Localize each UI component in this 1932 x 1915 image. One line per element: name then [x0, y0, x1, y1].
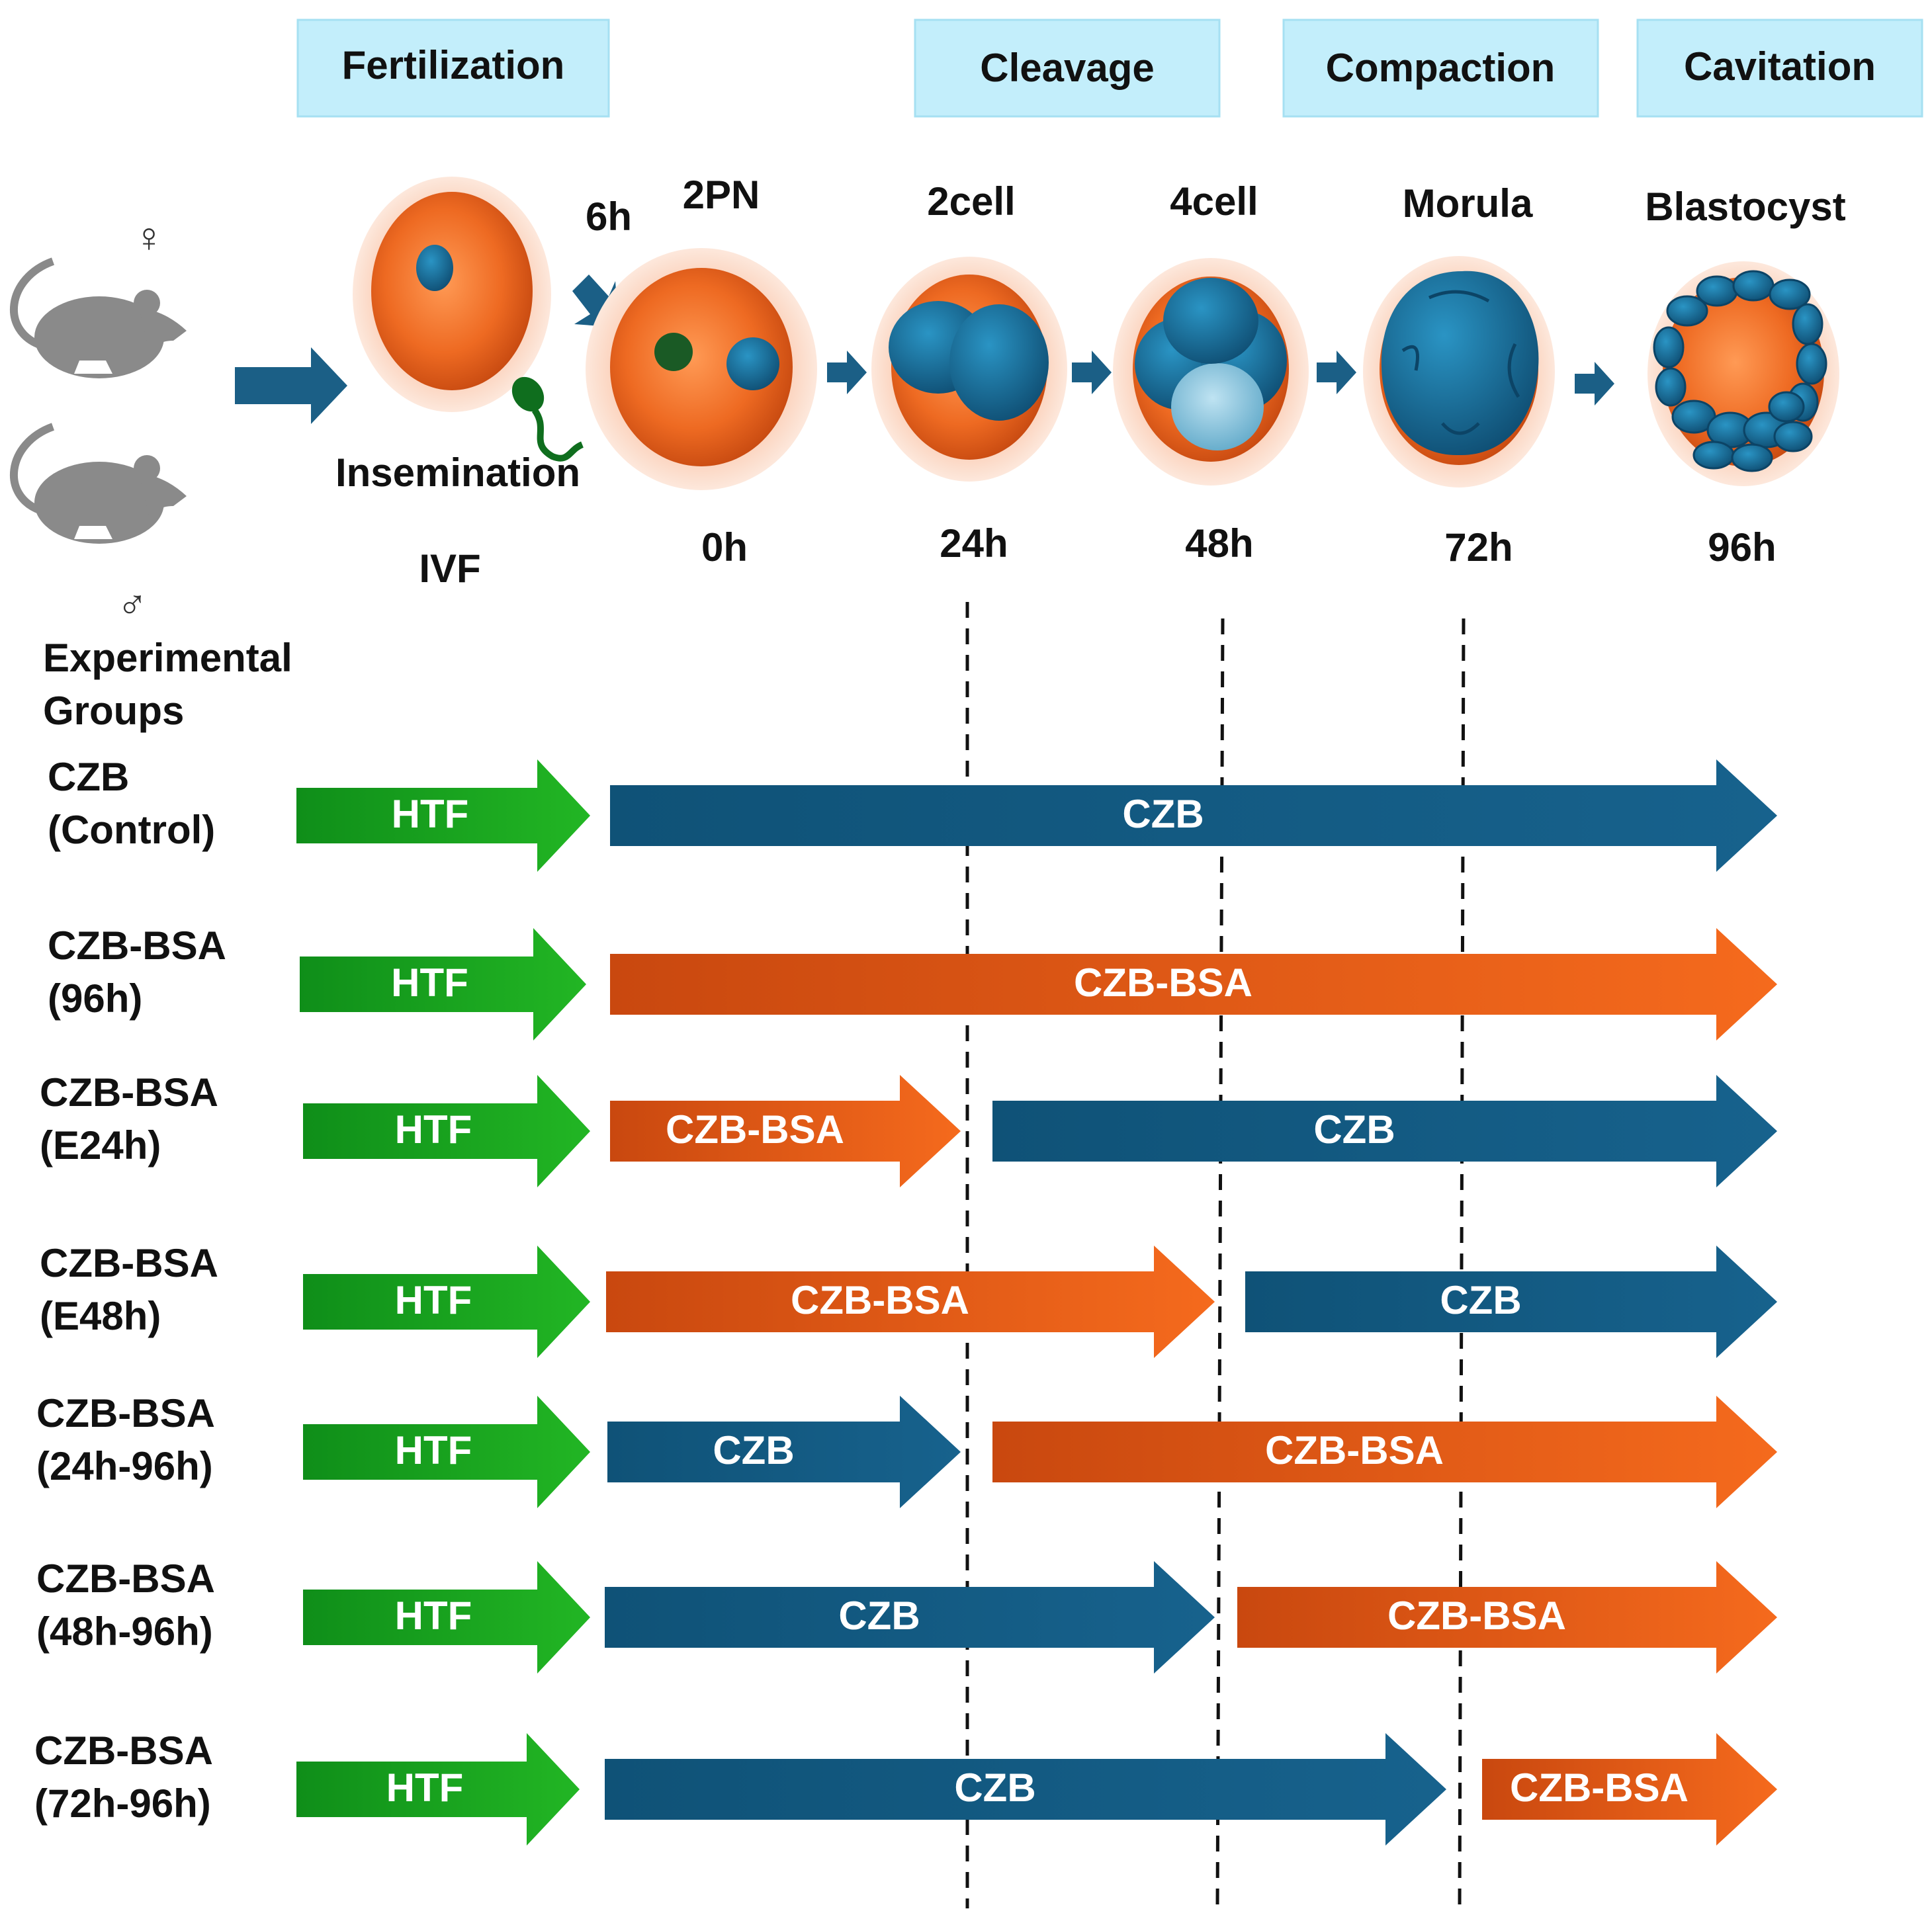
group-row: CZB (Control) HTF CZB [48, 755, 1777, 872]
group-label-line1: CZB-BSA [36, 1556, 215, 1601]
group-label-line2: (96h) [48, 976, 142, 1021]
medium-arrow-htf [303, 1396, 590, 1508]
stage-label: Compaction [1326, 46, 1556, 90]
embryo-4cell [1113, 258, 1309, 486]
medium-arrow-czb [605, 1733, 1446, 1846]
mice-to-egg-arrow [235, 347, 347, 424]
group-label-line1: CZB-BSA [40, 1241, 218, 1285]
group-label-line2: (48h-96h) [36, 1609, 213, 1654]
embryo-stage-label: 2PN [683, 173, 760, 217]
stage-header-cavitation: Cavitation [1636, 19, 1923, 118]
embryo-2pn [586, 248, 817, 490]
stage-label: Cleavage [980, 46, 1155, 90]
egg-insemination [353, 177, 551, 412]
medium-arrow-htf [303, 1246, 590, 1358]
insemination-label: Insemination [335, 450, 580, 495]
stage-label: Fertilization [342, 43, 565, 87]
groups-title-line1: Experimental [43, 636, 292, 680]
time-label: 96h [1708, 525, 1776, 570]
embryo-blastocyst [1647, 261, 1839, 486]
medium-arrow-label: CZB [1122, 792, 1204, 836]
group-label-line1: CZB-BSA [48, 923, 226, 968]
stage-header-compaction: Compaction [1282, 19, 1599, 118]
group-row: CZB-BSA (E24h) HTF CZB-BSA CZB [40, 1070, 1777, 1187]
group-row: CZB-BSA (96h) HTF CZB-BSA [48, 923, 1777, 1041]
group-label-line1: CZB-BSA [36, 1391, 215, 1435]
medium-arrow-label: CZB [1313, 1107, 1395, 1152]
group-row: CZB-BSA (E48h) HTF CZB-BSA CZB [40, 1241, 1777, 1358]
stage-arrows [827, 351, 1614, 405]
stage-header-cleavage: Cleavage [914, 19, 1221, 118]
medium-arrow-czb-bsa [610, 1075, 961, 1187]
medium-arrow-czb-bsa [606, 1246, 1215, 1358]
time-label: 48h [1185, 521, 1253, 566]
medium-arrow-czb [1245, 1246, 1777, 1358]
medium-arrow-label: HTF [391, 960, 468, 1005]
medium-arrow-label: HTF [395, 1278, 472, 1322]
medium-arrow-label: CZB [1440, 1278, 1521, 1322]
mouse-male-icon [10, 423, 187, 544]
medium-arrow-czb [610, 759, 1777, 872]
medium-arrow-czb-bsa [610, 928, 1777, 1041]
groups-title-line2: Groups [43, 689, 184, 733]
group-label-line1: CZB-BSA [34, 1728, 213, 1773]
embryo-2cell [871, 257, 1067, 482]
medium-arrow-label: CZB-BSA [1387, 1594, 1566, 1638]
medium-arrow-htf [296, 759, 590, 872]
time-label: 24h [940, 521, 1008, 566]
group-label-line2: (E48h) [40, 1294, 161, 1338]
medium-arrow-htf [296, 1733, 580, 1846]
embryo-stage-label: Blastocyst [1645, 185, 1845, 229]
six-hours-label: 6h [586, 194, 632, 239]
group-row: CZB-BSA (72h-96h) HTF CZB CZB-BSA [34, 1728, 1777, 1846]
group-label-line2: (72h-96h) [34, 1781, 211, 1826]
medium-arrow-label: CZB-BSA [1265, 1428, 1444, 1472]
medium-arrow-htf [300, 928, 586, 1041]
medium-arrow-czb [992, 1075, 1777, 1187]
time-label: 0h [701, 525, 748, 570]
embryo-morula [1363, 256, 1555, 488]
medium-arrow-czb-bsa [1482, 1733, 1777, 1846]
medium-arrow-htf [303, 1561, 590, 1674]
stage-header-fertilization: Fertilization [296, 19, 610, 118]
group-label-line2: (E24h) [40, 1123, 161, 1168]
medium-arrow-label: HTF [392, 792, 469, 836]
group-label-line1: CZB-BSA [40, 1070, 218, 1115]
ivf-label: IVF [419, 546, 480, 591]
medium-arrow-czb-bsa [1237, 1561, 1777, 1674]
group-label-line1: CZB [48, 755, 129, 799]
medium-arrow-label: CZB-BSA [1074, 960, 1252, 1005]
male-symbol: ♂ [117, 582, 148, 628]
medium-arrow-htf [303, 1075, 590, 1187]
group-row: CZB-BSA (48h-96h) HTF CZB CZB-BSA [36, 1556, 1777, 1674]
mouse-female-icon [10, 257, 187, 378]
medium-arrow-label: HTF [386, 1766, 464, 1810]
medium-arrow-label: CZB-BSA [666, 1107, 844, 1152]
medium-arrow-czb-bsa [992, 1396, 1777, 1508]
embryo-stage-label: 2cell [927, 179, 1015, 224]
group-label-line2: (24h-96h) [36, 1444, 213, 1488]
female-symbol: ♀ [134, 215, 165, 261]
medium-arrow-czb [605, 1561, 1215, 1674]
group-row: CZB-BSA (24h-96h) HTF CZB CZB-BSA [36, 1391, 1777, 1508]
group-label-line2: (Control) [48, 808, 215, 852]
medium-arrow-label: CZB [713, 1428, 794, 1472]
medium-arrow-label: CZB-BSA [791, 1278, 969, 1322]
medium-arrow-label: CZB [954, 1766, 1035, 1810]
medium-arrow-label: HTF [395, 1594, 472, 1638]
medium-arrow-label: HTF [395, 1428, 472, 1472]
embryo-stage-label: Morula [1403, 181, 1533, 226]
medium-arrow-label: CZB-BSA [1510, 1766, 1689, 1810]
medium-arrow-czb [607, 1396, 961, 1508]
medium-arrow-label: HTF [395, 1107, 472, 1152]
medium-arrow-label: CZB [838, 1594, 920, 1638]
sperm-icon [511, 376, 584, 462]
stage-label: Cavitation [1684, 44, 1876, 89]
embryo-stage-label: 4cell [1170, 179, 1258, 224]
time-label: 72h [1444, 525, 1513, 570]
